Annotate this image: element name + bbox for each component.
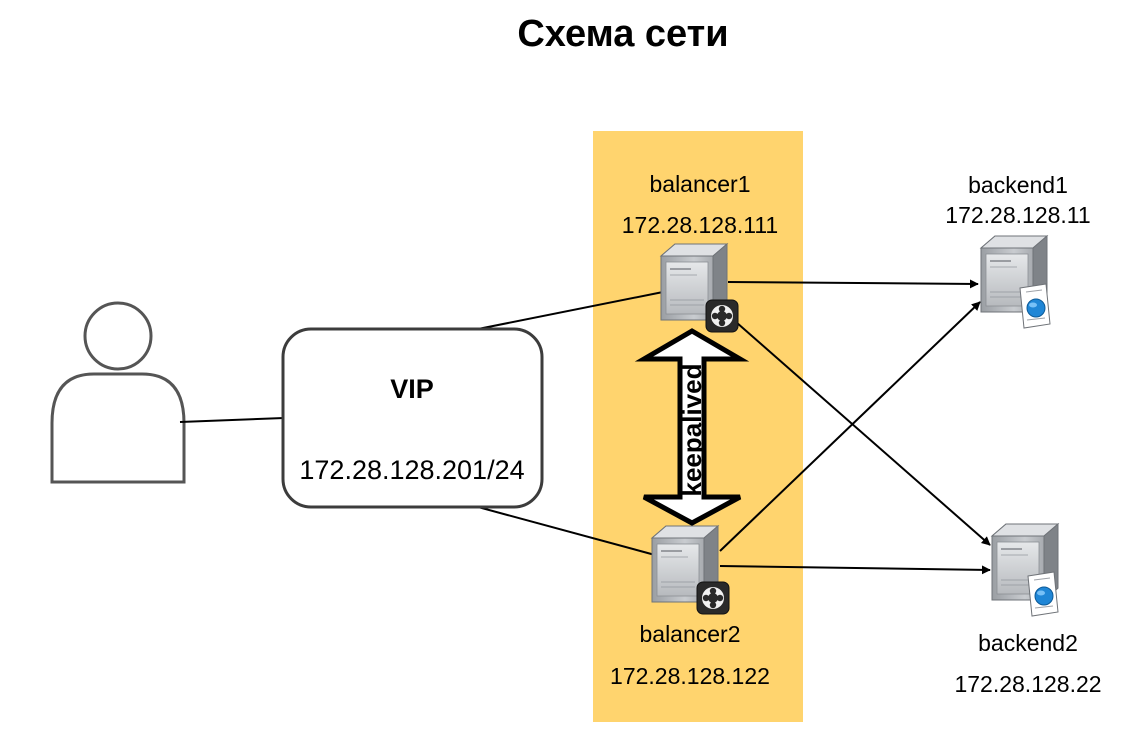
balancer1-name: balancer1 — [649, 171, 750, 197]
arrow-balancer1-backend2 — [727, 314, 991, 546]
lifebuoy-icon — [705, 299, 739, 333]
balancer1-node[interactable]: balancer1 172.28.128.111 — [622, 171, 778, 333]
user-icon — [50, 301, 186, 484]
backend1-node[interactable]: backend1 172.28.128.11 — [945, 172, 1091, 329]
vip-label: VIP — [390, 374, 434, 404]
diagram-title: Схема сети — [517, 13, 728, 55]
keepalived-label: keepalived — [677, 364, 707, 497]
backend1-ip: 172.28.128.11 — [945, 202, 1090, 228]
web-page-icon — [1027, 571, 1059, 617]
lifebuoy-icon — [696, 581, 730, 615]
backend1-name: backend1 — [968, 172, 1068, 198]
vip-box — [281, 327, 544, 509]
link-vip-balancer1 — [477, 291, 664, 330]
arrow-balancer2-backend2 — [719, 565, 991, 575]
backend2-name: backend2 — [978, 630, 1078, 656]
link-user-vip — [179, 417, 285, 423]
arrow-balancer1-backend1 — [727, 279, 979, 289]
balancer2-name: balancer2 — [639, 621, 740, 647]
web-page-icon — [1019, 283, 1051, 329]
balancer2-node[interactable]: balancer2 172.28.128.122 — [610, 525, 770, 689]
vip-address: 172.28.128.201/24 — [299, 455, 524, 485]
link-vip-balancer2 — [477, 506, 656, 556]
connections — [179, 279, 991, 575]
keepalived-double-arrow — [634, 328, 750, 526]
backend2-node[interactable]: backend2 172.28.128.22 — [954, 523, 1102, 697]
backend2-ip: 172.28.128.22 — [954, 671, 1101, 697]
balancer1-ip: 172.28.128.111 — [622, 212, 778, 238]
balancer2-ip: 172.28.128.122 — [610, 663, 770, 689]
arrow-balancer2-backend1 — [719, 301, 981, 552]
